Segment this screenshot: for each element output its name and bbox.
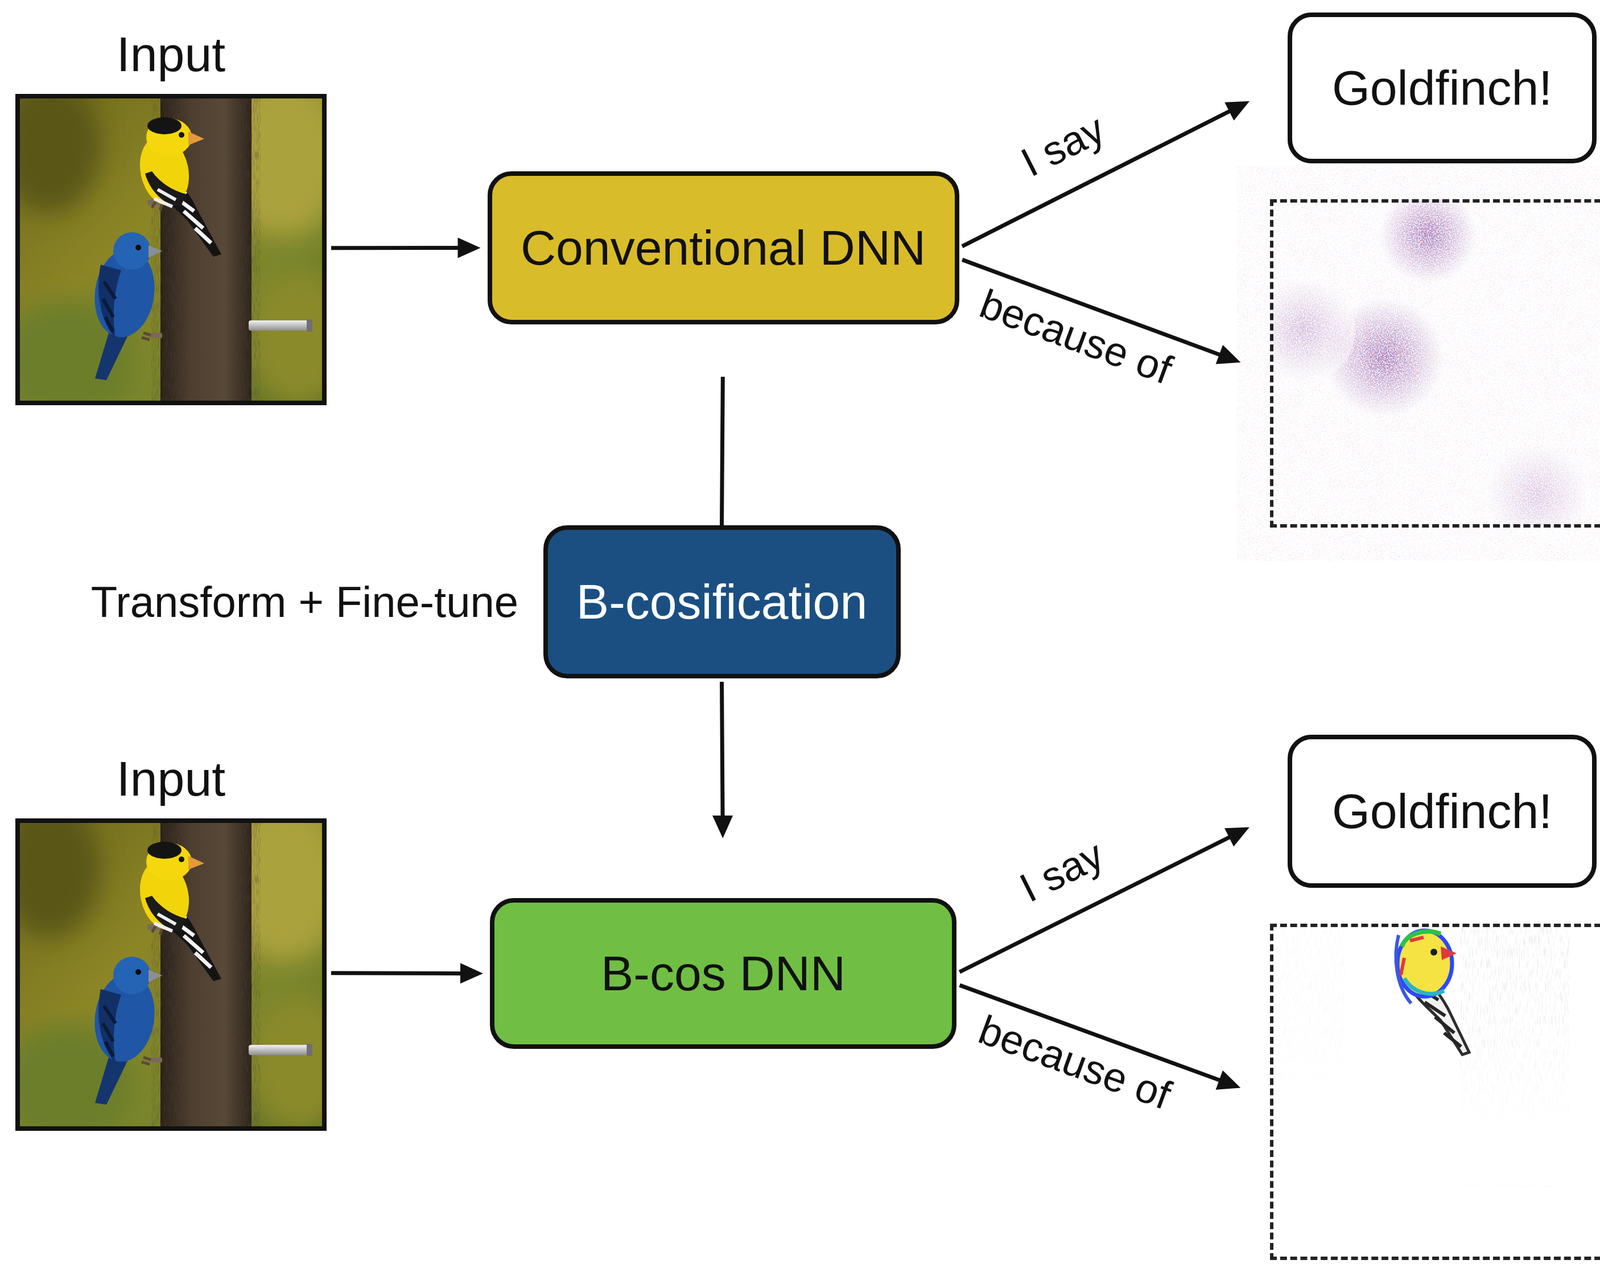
connector — [959, 827, 1250, 972]
box-label: Goldfinch! — [1332, 782, 1553, 840]
connector — [712, 681, 733, 839]
edge-label: I say — [1013, 105, 1112, 185]
step-note: Transform + Fine-tune — [91, 576, 519, 627]
image-heading: Input — [116, 26, 226, 83]
connector — [722, 376, 724, 526]
transform-box: B-cosification — [543, 525, 901, 679]
edge-label: I say — [1012, 831, 1111, 911]
connector — [331, 237, 481, 259]
edge-label: because of — [974, 281, 1178, 393]
arrow-head — [1224, 101, 1250, 121]
box-label: B-cosification — [576, 573, 868, 630]
saliency-map — [1269, 199, 1600, 528]
connector-line — [722, 376, 724, 526]
connector — [331, 962, 484, 984]
model-box: B-cos DNN — [489, 897, 957, 1049]
image-heading: Input — [116, 750, 226, 807]
connector-line — [722, 681, 724, 820]
bird-photo — [0, 76, 352, 424]
input-image: Input — [15, 818, 327, 1131]
prediction-box: Goldfinch! — [1287, 12, 1597, 164]
box-label: Conventional DNN — [520, 219, 926, 276]
connector-line — [331, 970, 465, 976]
arrow-head — [460, 962, 484, 984]
arrow-head — [1215, 344, 1241, 365]
arrow-head — [1215, 1070, 1241, 1090]
explanation-map — [1269, 923, 1600, 1260]
box-label: B-cos DNN — [600, 945, 846, 1002]
arrow-head — [1224, 827, 1250, 847]
prediction-box: Goldfinch! — [1287, 734, 1597, 888]
box-label: Goldfinch! — [1332, 59, 1553, 117]
connector — [962, 101, 1250, 247]
connector-line — [331, 245, 463, 250]
saliency-heatmap — [1269, 199, 1600, 528]
arrow-head — [457, 237, 481, 259]
model-box: Conventional DNN — [487, 171, 960, 325]
bird-photo — [0, 801, 352, 1149]
edge-label: because of — [972, 1006, 1177, 1118]
bcos-explanation — [1269, 923, 1600, 1264]
input-image: Input — [15, 93, 327, 406]
arrow-head — [712, 815, 733, 839]
